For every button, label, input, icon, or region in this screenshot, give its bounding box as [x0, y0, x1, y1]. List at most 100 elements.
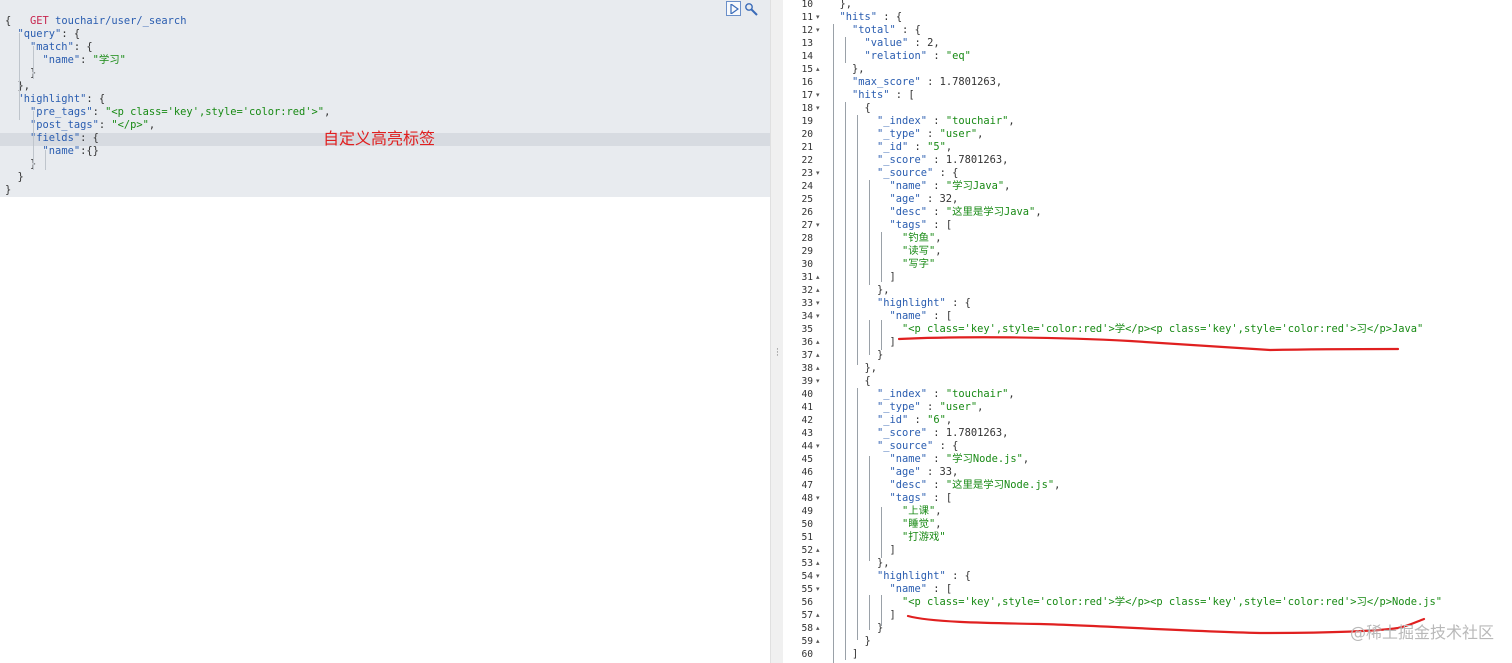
response-line[interactable]: "age" : 32,: [890, 193, 959, 206]
request-line[interactable]: "match": {: [5, 41, 93, 54]
request-line[interactable]: }: [5, 171, 24, 184]
response-line[interactable]: "hits" : {: [840, 11, 903, 24]
fold-toggle-icon[interactable]: ▴: [816, 286, 820, 294]
request-line[interactable]: },: [5, 80, 31, 93]
response-line[interactable]: "tags" : [: [890, 492, 953, 505]
fold-toggle-icon[interactable]: ▾: [816, 91, 820, 99]
fold-toggle-icon[interactable]: ▴: [816, 338, 820, 346]
response-line[interactable]: },: [877, 557, 890, 570]
fold-toggle-icon[interactable]: ▴: [816, 65, 820, 73]
response-line[interactable]: "上课",: [902, 505, 942, 518]
response-line[interactable]: ]: [890, 336, 896, 349]
response-line[interactable]: "_type" : "user",: [877, 128, 983, 141]
request-editor[interactable]: GET touchair/user/_search { "query": { "…: [0, 0, 770, 663]
response-line[interactable]: "relation" : "eq": [865, 50, 971, 63]
response-line[interactable]: "_score" : 1.7801263,: [877, 427, 1008, 440]
fold-toggle-icon[interactable]: ▴: [816, 364, 820, 372]
json-punct: ]: [852, 648, 859, 660]
fold-toggle-icon[interactable]: ▾: [816, 26, 820, 34]
response-line[interactable]: }: [865, 635, 871, 648]
response-line[interactable]: "睡觉",: [902, 518, 942, 531]
response-line[interactable]: },: [877, 284, 890, 297]
response-line[interactable]: {: [865, 375, 871, 388]
response-line[interactable]: "desc" : "这里是学习Node.js",: [890, 479, 1061, 492]
fold-toggle-icon[interactable]: ▴: [816, 624, 820, 632]
response-line[interactable]: },: [865, 362, 878, 375]
response-line[interactable]: "钓鱼",: [902, 232, 942, 245]
request-line[interactable]: }: [5, 184, 11, 197]
request-line[interactable]: "pre_tags": "<p class='key',style='color…: [5, 106, 330, 119]
response-line[interactable]: "tags" : [: [890, 219, 953, 232]
fold-toggle-icon[interactable]: ▾: [816, 169, 820, 177]
response-line[interactable]: "desc" : "这里是学习Java",: [890, 206, 1042, 219]
response-line[interactable]: "value" : 2,: [865, 37, 940, 50]
response-line[interactable]: "highlight" : {: [877, 570, 971, 583]
fold-toggle-icon[interactable]: ▾: [816, 299, 820, 307]
line-number: 57: [801, 610, 813, 621]
response-line[interactable]: "name" : [: [890, 583, 953, 596]
response-line[interactable]: "_score" : 1.7801263,: [877, 154, 1008, 167]
response-line[interactable]: }: [877, 349, 883, 362]
response-line[interactable]: "age" : 33,: [890, 466, 959, 479]
request-line[interactable]: "name": "学习": [5, 54, 126, 67]
response-line[interactable]: "读写",: [902, 245, 942, 258]
response-line[interactable]: "<p class='key',style='color:red'>学</p><…: [902, 596, 1442, 609]
pane-splitter[interactable]: ···: [770, 0, 783, 663]
line-number: 15: [801, 64, 813, 75]
response-line[interactable]: ]: [890, 271, 896, 284]
response-line[interactable]: "name" : "学习Node.js",: [890, 453, 1030, 466]
fold-toggle-icon[interactable]: ▴: [816, 559, 820, 567]
fold-toggle-icon[interactable]: ▾: [816, 572, 820, 580]
fold-toggle-icon[interactable]: ▾: [816, 442, 820, 450]
response-line[interactable]: "_source" : {: [877, 167, 958, 180]
fold-toggle-icon[interactable]: ▾: [816, 494, 820, 502]
response-line[interactable]: },: [852, 63, 865, 76]
run-request-button[interactable]: [726, 1, 741, 16]
fold-toggle-icon[interactable]: ▾: [816, 312, 820, 320]
fold-toggle-icon[interactable]: ▾: [816, 104, 820, 112]
response-line[interactable]: "打游戏": [902, 531, 946, 544]
json-punct: : [: [889, 89, 915, 101]
fold-toggle-icon[interactable]: ▴: [816, 546, 820, 554]
indent-guide: [869, 180, 870, 285]
request-line[interactable]: "query": {: [5, 28, 81, 41]
fold-toggle-icon[interactable]: ▾: [816, 585, 820, 593]
request-line[interactable]: "fields": {: [5, 132, 99, 145]
response-line[interactable]: "_index" : "touchair",: [877, 388, 1015, 401]
response-line[interactable]: "hits" : [: [852, 89, 915, 102]
response-line[interactable]: ]: [890, 609, 896, 622]
fold-toggle-icon[interactable]: ▾: [816, 221, 820, 229]
response-line[interactable]: "_type" : "user",: [877, 401, 983, 414]
response-line[interactable]: "_id" : "6",: [877, 414, 952, 427]
response-line[interactable]: {: [865, 102, 871, 115]
fold-toggle-icon[interactable]: ▴: [816, 273, 820, 281]
response-line[interactable]: "max_score" : 1.7801263,: [852, 76, 1002, 89]
request-line[interactable]: "name":{}: [5, 145, 99, 158]
request-method-line[interactable]: GET touchair/user/_search: [5, 2, 186, 27]
response-line[interactable]: ]: [852, 648, 858, 661]
response-line[interactable]: },: [840, 0, 853, 11]
fold-toggle-icon[interactable]: ▴: [816, 611, 820, 619]
fold-toggle-icon[interactable]: ▾: [816, 13, 820, 21]
json-punct: ,: [1035, 206, 1042, 218]
request-line[interactable]: "highlight": {: [5, 93, 106, 106]
response-line[interactable]: "name" : "学习Java",: [890, 180, 1011, 193]
response-line[interactable]: "total" : {: [852, 24, 921, 37]
response-line[interactable]: "写字": [902, 258, 935, 271]
fold-toggle-icon[interactable]: ▴: [816, 637, 820, 645]
response-line[interactable]: ]: [890, 544, 896, 557]
response-line[interactable]: }: [877, 622, 883, 635]
wrench-icon[interactable]: [743, 1, 759, 17]
fold-toggle-icon[interactable]: ▴: [816, 351, 820, 359]
request-line[interactable]: {: [5, 15, 11, 28]
response-line[interactable]: "_index" : "touchair",: [877, 115, 1015, 128]
request-line[interactable]: "post_tags": "</p>",: [5, 119, 155, 132]
json-string: "上课": [902, 505, 936, 517]
response-line[interactable]: "_source" : {: [877, 440, 958, 453]
fold-toggle-icon[interactable]: ▾: [816, 377, 820, 385]
response-line[interactable]: "highlight" : {: [877, 297, 971, 310]
response-line[interactable]: "_id" : "5",: [877, 141, 952, 154]
response-line[interactable]: "name" : [: [890, 310, 953, 323]
response-line[interactable]: "<p class='key',style='color:red'>学</p><…: [902, 323, 1423, 336]
